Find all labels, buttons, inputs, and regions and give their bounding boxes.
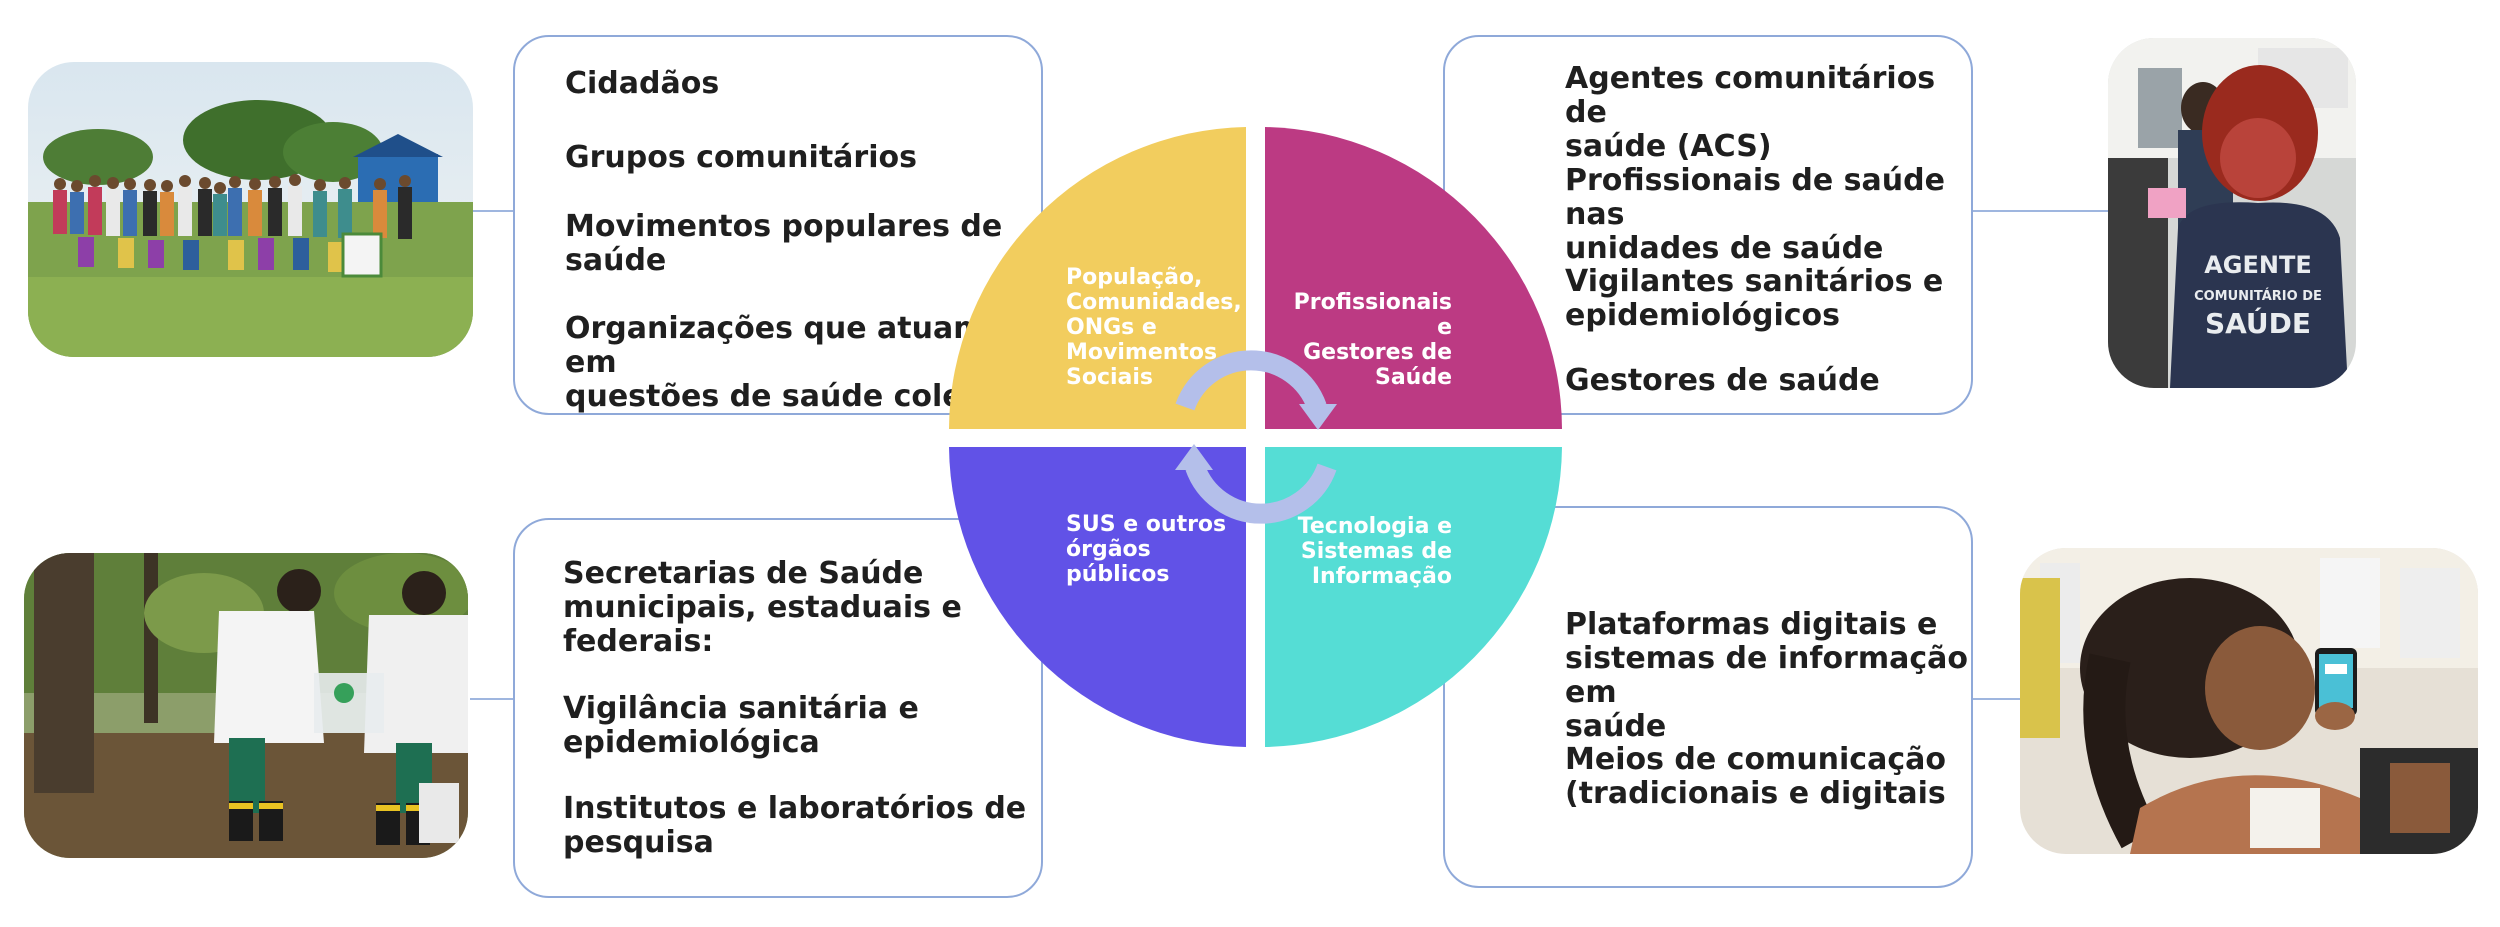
card-item: Cidadãos xyxy=(565,66,720,101)
photo-health-agent: AGENTE COMUNITÁRIO DE SAÚDE xyxy=(2108,38,2356,388)
svg-text:AGENTE: AGENTE xyxy=(2204,251,2312,279)
card-item: Gestores de saúde xyxy=(1565,363,1880,398)
cycle-arrows-icon xyxy=(1175,350,1337,524)
stakeholder-wheel xyxy=(949,127,1562,747)
svg-text:SAÚDE: SAÚDE xyxy=(2205,306,2311,340)
card-population: Cidadãos Grupos comunitários Movimentos … xyxy=(513,35,1043,415)
photo-community-group xyxy=(28,62,473,357)
card-item: Institutos e laboratórios de pesquisa xyxy=(563,791,1027,860)
connector-top-left xyxy=(470,210,516,212)
card-item: Grupos comunitários xyxy=(565,140,917,175)
card-item: Vigilantes sanitários e epidemiológicos xyxy=(1565,264,1944,333)
card-item: Agentes comunitários de saúde (ACS) xyxy=(1565,61,1936,164)
card-public-bodies: Secretarias de Saúde municipais, estadua… xyxy=(513,518,1043,898)
quadrant-label-technology: Tecnologia e Sistemas de Informação xyxy=(1297,514,1452,589)
card-item: Secretarias de Saúde municipais, estadua… xyxy=(563,556,962,659)
photo-digital-phone xyxy=(2020,548,2478,854)
quadrant-bottom-right xyxy=(1265,447,1562,747)
card-item: Profissionais de saúde nas unidades de s… xyxy=(1565,163,1945,266)
connector-bottom-left xyxy=(470,698,516,700)
svg-text:COMUNITÁRIO DE: COMUNITÁRIO DE xyxy=(2194,288,2322,304)
quadrant-bottom-left xyxy=(949,447,1246,747)
card-item: Movimentos populares de saúde xyxy=(565,209,1003,278)
card-item: Plataformas digitais e sistemas de infor… xyxy=(1565,607,1968,744)
photo-field-collection xyxy=(24,553,468,858)
card-item: Vigilância sanitária e epidemiológica xyxy=(563,691,919,760)
card-item: Meios de comunicação (tradicionais e dig… xyxy=(1565,742,1946,811)
connector-top-right xyxy=(1972,210,2108,212)
quadrant-label-public-bodies: SUS e outros órgãos públicos xyxy=(1066,512,1227,587)
quadrant-label-population: População, Comunidades, ONGs e Movimento… xyxy=(1066,265,1242,390)
quadrant-top-left xyxy=(949,127,1246,429)
connector-bottom-right xyxy=(1972,698,2022,700)
quadrant-label-professionals: Profissionais e Gestores de Saúde xyxy=(1293,290,1452,390)
quadrant-top-right xyxy=(1265,127,1562,429)
